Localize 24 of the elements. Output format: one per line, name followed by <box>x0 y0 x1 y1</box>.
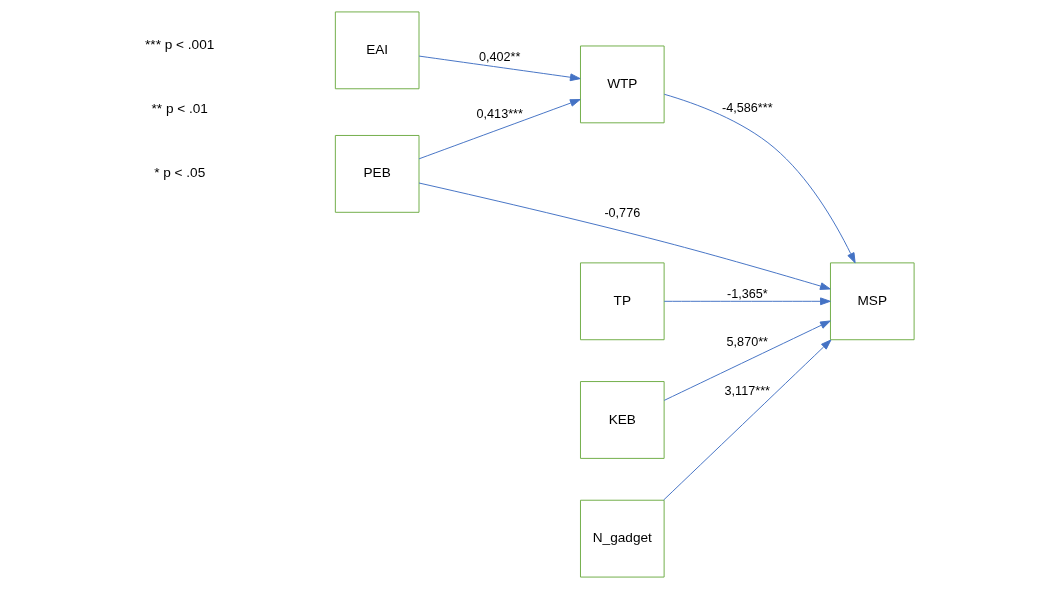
arrow <box>418 99 581 160</box>
arrow <box>418 55 581 82</box>
node-box: KEB <box>580 381 665 459</box>
node-box: WTP <box>580 45 665 124</box>
edge-label: -1,365* <box>726 286 768 301</box>
node-box: PEB <box>334 134 420 213</box>
node-box: EAI <box>334 11 420 90</box>
label: ** p < .01 <box>151 101 208 117</box>
arrow <box>663 339 832 501</box>
edge-label: 5,870** <box>726 335 768 350</box>
edge-label: -4,586*** <box>722 101 773 116</box>
node-box: MSP <box>829 262 915 341</box>
label: * p < .05 <box>154 165 206 181</box>
edge-label: 0,402** <box>479 50 521 65</box>
arrow <box>663 297 831 306</box>
edge-label: 3,117*** <box>724 384 770 399</box>
arrow <box>663 320 831 401</box>
label: *** p < .001 <box>145 37 215 53</box>
node-box: N_gadget <box>580 499 665 578</box>
arrow <box>663 93 856 264</box>
node-box: TP <box>580 262 665 341</box>
edge-label: 0,413*** <box>476 106 523 121</box>
arrow <box>418 182 831 290</box>
edge-label: -0,776 <box>604 206 641 221</box>
